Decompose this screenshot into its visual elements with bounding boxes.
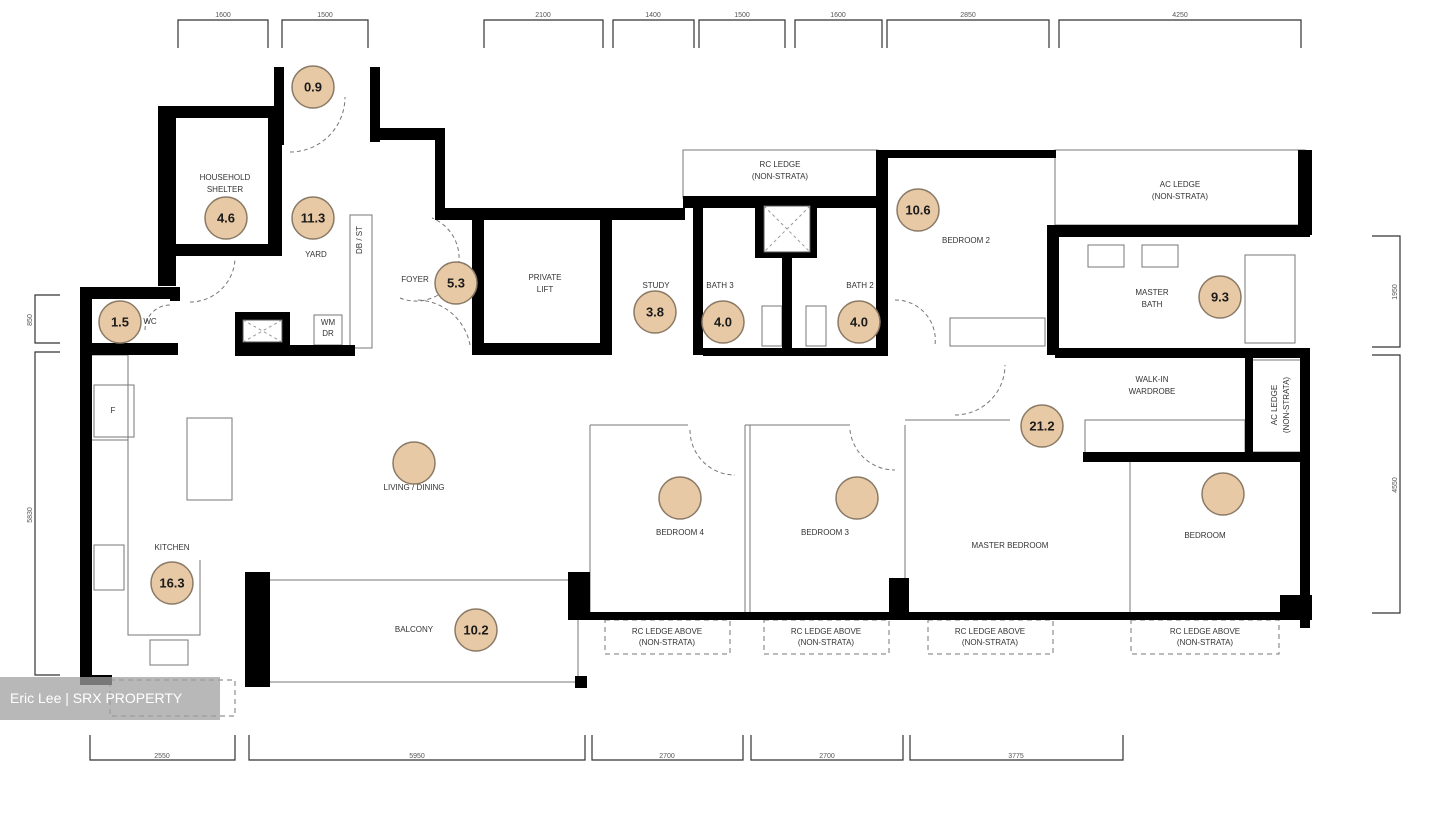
badge-top-entry: 0.9: [291, 65, 335, 109]
svg-text:RC LEDGE ABOVE: RC LEDGE ABOVE: [1170, 627, 1240, 636]
label-ac-ledge-side: AC LEDGE: [1270, 385, 1279, 425]
svg-text:10.6: 10.6: [905, 203, 930, 218]
area-badges: 0.9 4.6 11.3 1.5 5.3 3.8 4.0 4.0 10.6 9.…: [98, 65, 1245, 652]
dim-top-2: 1500: [317, 12, 333, 19]
walls: [80, 67, 1312, 688]
svg-text:9.3: 9.3: [1211, 290, 1229, 305]
svg-text:10.2: 10.2: [463, 623, 488, 638]
label-balcony: BALCONY: [395, 625, 434, 634]
right-dimensions: [1372, 235, 1401, 614]
dim-top-1: 1600: [215, 12, 231, 19]
svg-text:(NON-STRATA): (NON-STRATA): [1177, 638, 1233, 647]
svg-text:4.0: 4.0: [850, 315, 868, 330]
label-study: STUDY: [642, 281, 670, 290]
svg-text:(NON-STRATA): (NON-STRATA): [639, 638, 695, 647]
svg-text:RC LEDGE ABOVE: RC LEDGE ABOVE: [791, 627, 861, 636]
svg-text:4.6: 4.6: [217, 211, 235, 226]
dim-right-2: 4550: [1392, 477, 1399, 493]
label-bath2: BATH 2: [846, 281, 874, 290]
rc-ledge-above-1: [604, 619, 731, 655]
svg-text:16.3: 16.3: [159, 576, 184, 591]
badge-bath2: 4.0: [837, 300, 881, 344]
label-household-shelter: HOUSEHOLD: [200, 173, 251, 182]
label-ac-ledge: AC LEDGE: [1160, 180, 1200, 189]
rc-ledge-above-labels: RC LEDGE ABOVE (NON-STRATA) RC LEDGE ABO…: [632, 627, 1240, 647]
label-bedroom2: BEDROOM 2: [942, 236, 991, 245]
svg-text:11.3: 11.3: [301, 211, 326, 226]
label-master-bath-sub: BATH: [1142, 300, 1163, 309]
label-foyer: FOYER: [401, 275, 429, 284]
bottom-dimensions: [89, 735, 1124, 761]
label-bath3: BATH 3: [706, 281, 734, 290]
badge-household-shelter: 4.6: [204, 196, 248, 240]
svg-text:5.3: 5.3: [447, 276, 465, 291]
top-dimensions: [177, 19, 1302, 48]
label-walk-in: WALK-IN: [1135, 375, 1168, 384]
label-wm: WM: [321, 318, 336, 327]
badge-balcony: 10.2: [454, 608, 498, 652]
label-master-bath: MASTER: [1135, 288, 1169, 297]
dim-left-2: 5830: [27, 507, 34, 523]
label-yard: YARD: [305, 250, 327, 259]
badge-bedroom2: 10.6: [896, 188, 940, 232]
svg-text:1.5: 1.5: [111, 315, 129, 330]
svg-text:21.2: 21.2: [1029, 419, 1054, 434]
dim-top-5: 1500: [734, 12, 750, 19]
rc-ledge-above-2: [763, 619, 890, 655]
dim-top-3: 2100: [535, 12, 551, 19]
svg-text:RC LEDGE ABOVE: RC LEDGE ABOVE: [632, 627, 702, 636]
svg-text:RC LEDGE ABOVE: RC LEDGE ABOVE: [955, 627, 1025, 636]
dim-bottom-2: 5950: [409, 753, 425, 760]
dim-top-4: 1400: [645, 12, 661, 19]
dim-bottom-1: 2550: [154, 753, 170, 760]
dim-top-8: 4250: [1172, 12, 1188, 19]
badge-bath3: 4.0: [701, 300, 745, 344]
label-ac-ledge-side-sub: (NON-STRATA): [1282, 377, 1291, 433]
badge-bedroom5: [1201, 472, 1245, 516]
rc-ledge-above-4: [1130, 619, 1280, 655]
svg-text:(NON-STRATA): (NON-STRATA): [962, 638, 1018, 647]
label-master-bedroom: MASTER BEDROOM: [972, 541, 1049, 550]
dim-bottom-5: 3775: [1008, 753, 1024, 760]
label-fridge: F: [111, 406, 116, 415]
dim-right-1: 1950: [1392, 284, 1399, 300]
svg-text:0.9: 0.9: [304, 80, 322, 95]
badge-bedroom4: [658, 476, 702, 520]
badge-wc: 1.5: [98, 300, 142, 344]
badge-bedroom3: [835, 476, 879, 520]
label-rc-ledge-sub: (NON-STRATA): [752, 172, 808, 181]
dim-bottom-3: 2700: [659, 753, 675, 760]
watermark: Eric Lee | SRX PROPERTY: [0, 677, 220, 720]
dim-top-6: 1600: [830, 12, 846, 19]
label-private-lift: PRIVATE: [528, 273, 561, 282]
svg-text:3.8: 3.8: [646, 305, 664, 320]
label-bedroom5: BEDROOM: [1184, 531, 1226, 540]
badge-yard: 11.3: [291, 196, 335, 240]
rc-ledge-above-3: [927, 619, 1054, 655]
badge-foyer: 5.3: [434, 261, 478, 305]
label-private-lift-sub: LIFT: [537, 285, 554, 294]
dim-left-1: 850: [27, 314, 34, 326]
badge-kitchen: 16.3: [150, 561, 194, 605]
badge-living-dining: [392, 441, 436, 485]
label-bedroom4: BEDROOM 4: [656, 528, 705, 537]
label-wc: WC: [143, 317, 157, 326]
svg-text:4.0: 4.0: [714, 315, 732, 330]
label-rc-ledge: RC LEDGE: [760, 160, 801, 169]
svg-text:(NON-STRATA): (NON-STRATA): [798, 638, 854, 647]
left-dimensions: [34, 294, 60, 676]
label-walk-in-sub: WARDROBE: [1129, 387, 1176, 396]
badge-master-bedroom: 21.2: [1020, 404, 1064, 448]
badge-master-bath: 9.3: [1198, 275, 1242, 319]
label-living-dining: LIVING / DINING: [384, 483, 445, 492]
label-household-shelter-sub: SHELTER: [207, 185, 244, 194]
label-kitchen: KITCHEN: [154, 543, 189, 552]
label-ac-ledge-sub: (NON-STRATA): [1152, 192, 1208, 201]
badge-study: 3.8: [633, 290, 677, 334]
dim-top-7: 2850: [960, 12, 976, 19]
label-bedroom3: BEDROOM 3: [801, 528, 850, 537]
dim-bottom-4: 2700: [819, 753, 835, 760]
label-db-st: DB / ST: [355, 226, 364, 254]
label-dr: DR: [322, 329, 334, 338]
